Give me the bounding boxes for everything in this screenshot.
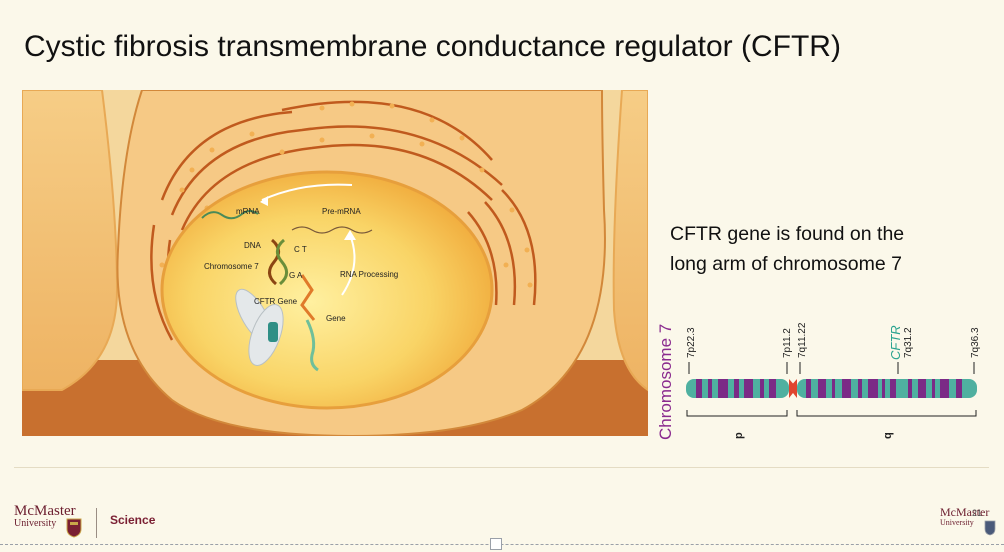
label-gene: Gene [326, 314, 346, 323]
mcmaster-logo: McMaster University [14, 504, 76, 530]
label-mrna: mRNA [236, 207, 260, 216]
side-caption: CFTR gene is found on the long arm of ch… [670, 219, 990, 279]
cftr-cell-illustration: mRNA Pre-mRNA DNA C T G A Chromosome 7 C… [22, 90, 648, 436]
label-rna-processing: RNA Processing [340, 270, 399, 279]
arrow-mrna [261, 183, 353, 201]
page-number: 21 [972, 508, 983, 518]
label-ga: G A [289, 271, 303, 280]
mcmaster-logo-right: McMaster University [940, 506, 989, 528]
ribosome-dots [159, 101, 533, 303]
label-pre-mrna: Pre-mRNA [322, 207, 361, 216]
left-neighbor-cell [22, 90, 119, 391]
side-caption-line-1: CFTR gene is found on the [670, 223, 905, 245]
er-membrane-7 [467, 211, 498, 306]
er-membrane-2 [160, 110, 293, 201]
footer-divider [14, 467, 989, 468]
er-membrane-9 [150, 224, 174, 341]
label-cftr-gene: CFTR Gene [254, 297, 298, 306]
band-7p22-3: 7p22.3 [686, 327, 697, 358]
slide-selection-border [0, 544, 1004, 545]
logo-line-2: University [14, 518, 57, 529]
band-7q31-2: 7q31.2 [903, 327, 914, 358]
arm-q-label: q [882, 432, 894, 439]
resize-handle[interactable] [490, 538, 502, 550]
logo-line-1: McMaster [14, 503, 76, 519]
right-logo-line-1: McMaster [940, 505, 990, 519]
label-ct: C T [294, 245, 307, 254]
right-logo-line-2: University [940, 518, 974, 527]
crest-icon [66, 518, 82, 538]
er-membrane-4 [180, 143, 493, 231]
arm-p-label: p [733, 432, 745, 439]
er-membrane-5 [501, 189, 537, 306]
band-cftr: CFTR [888, 325, 903, 360]
dna-helix [268, 238, 288, 286]
right-neighbor-cell [612, 90, 648, 392]
arrow-rna-processing [341, 234, 356, 296]
footer-separator [96, 508, 97, 538]
mrna-strand [201, 210, 259, 220]
label-chromosome-7: Chromosome 7 [204, 262, 259, 271]
centromere-right [789, 379, 797, 398]
slide-title: Cystic fibrosis transmembrane conductanc… [24, 30, 841, 63]
chromosome-7-ideogram: Chromosome 7 7p22.3 7 [656, 300, 996, 450]
crest-right-icon [984, 520, 996, 536]
band-7q36-3: 7q36.3 [970, 327, 981, 358]
band-7q11-22: 7q11.22 [797, 322, 808, 358]
nucleus [160, 170, 494, 410]
arm-brackets [686, 410, 977, 417]
pre-mrna-strand [291, 226, 373, 234]
band-7p11-2: 7p11.2 [782, 328, 793, 358]
gene-segment [305, 319, 319, 372]
er-membrane-1 [281, 100, 493, 161]
arrow-mrna-head [260, 196, 268, 206]
gene-strand [300, 274, 316, 321]
ideogram-svg [686, 362, 977, 417]
er-membrane-3 [170, 125, 503, 216]
arrow-rna-processing-head [344, 230, 356, 240]
cell-diagram [22, 90, 648, 436]
label-dna: DNA [244, 241, 261, 250]
footer-department: Science [110, 513, 156, 527]
purple-bands [696, 379, 962, 398]
er-membrane-6 [484, 201, 517, 306]
band-ticks [688, 362, 975, 374]
side-caption-line-2: long arm of chromosome 7 [670, 253, 902, 275]
chromosome-7-icon [235, 288, 284, 366]
